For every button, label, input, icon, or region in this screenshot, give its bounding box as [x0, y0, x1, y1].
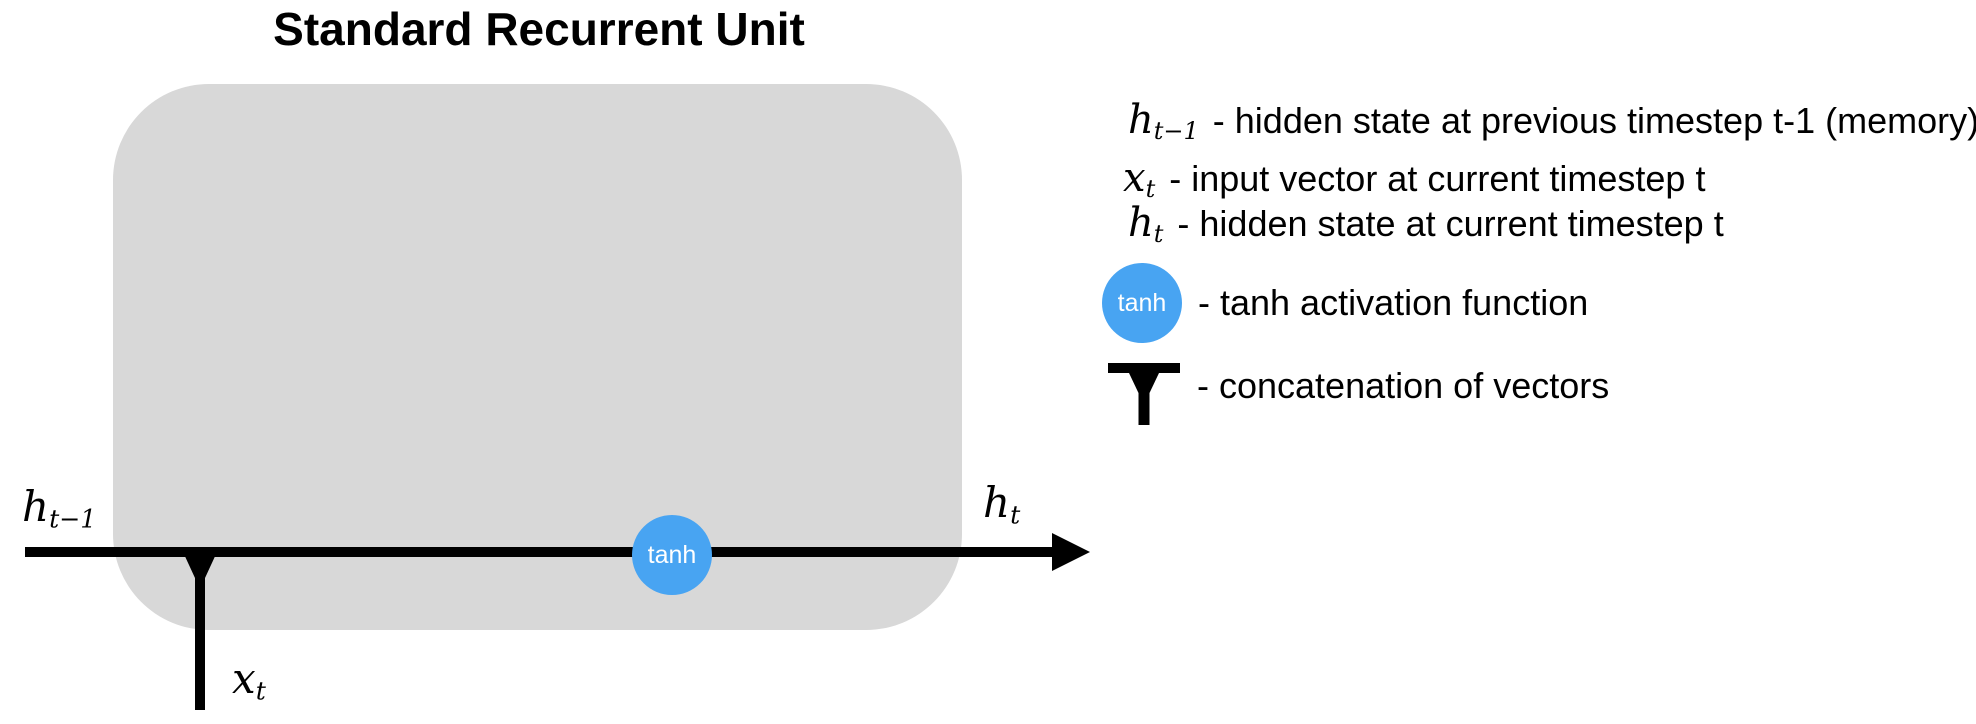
legend-item-tanh: tanh - tanh activation function: [1102, 263, 1588, 343]
concat-junction-icon: [183, 552, 217, 578]
legend-text-hidden-current: - hidden state at current timestep t: [1177, 203, 1724, 244]
legend-item-input-vector: xt - input vector at current timestep t: [1123, 155, 1706, 204]
tanh-legend-icon-label: tanh: [1117, 288, 1167, 317]
label-hidden-state-next: ht: [983, 478, 1021, 530]
recurrent-unit-body: [113, 84, 962, 630]
legend-item-hidden-current: ht - hidden state at current timestep t: [1128, 200, 1724, 249]
legend-item-hidden-prev: ht−1 - hidden state at previous timestep…: [1128, 97, 1976, 146]
legend-symbol-h-prev: ht−1: [1128, 97, 1199, 146]
figure-title: Standard Recurrent Unit: [273, 3, 805, 55]
tanh-legend-icon: tanh: [1102, 263, 1182, 343]
legend-text-hidden-prev: - hidden state at previous timestep t-1 …: [1212, 100, 1976, 141]
label-input-vector: xt: [232, 654, 266, 706]
input-wire: [195, 552, 205, 710]
legend-symbol-x-input: xt: [1123, 155, 1156, 204]
tanh-node-label: tanh: [647, 540, 697, 569]
legend-symbol-h-current: ht: [1128, 200, 1164, 249]
legend-text-input-vector: - input vector at current timestep t: [1169, 158, 1706, 199]
label-hidden-state-prev: ht−1: [22, 482, 97, 534]
legend-text-concatenation: - concatenation of vectors: [1197, 365, 1610, 406]
hidden-state-wire: [25, 547, 1058, 557]
tanh-activation-node: tanh: [632, 515, 712, 595]
arrowhead-icon: [1052, 533, 1090, 571]
legend-item-concatenation: - concatenation of vectors: [1108, 363, 1609, 425]
legend-text-tanh: - tanh activation function: [1198, 282, 1589, 324]
concat-legend-icon: [1108, 363, 1180, 425]
